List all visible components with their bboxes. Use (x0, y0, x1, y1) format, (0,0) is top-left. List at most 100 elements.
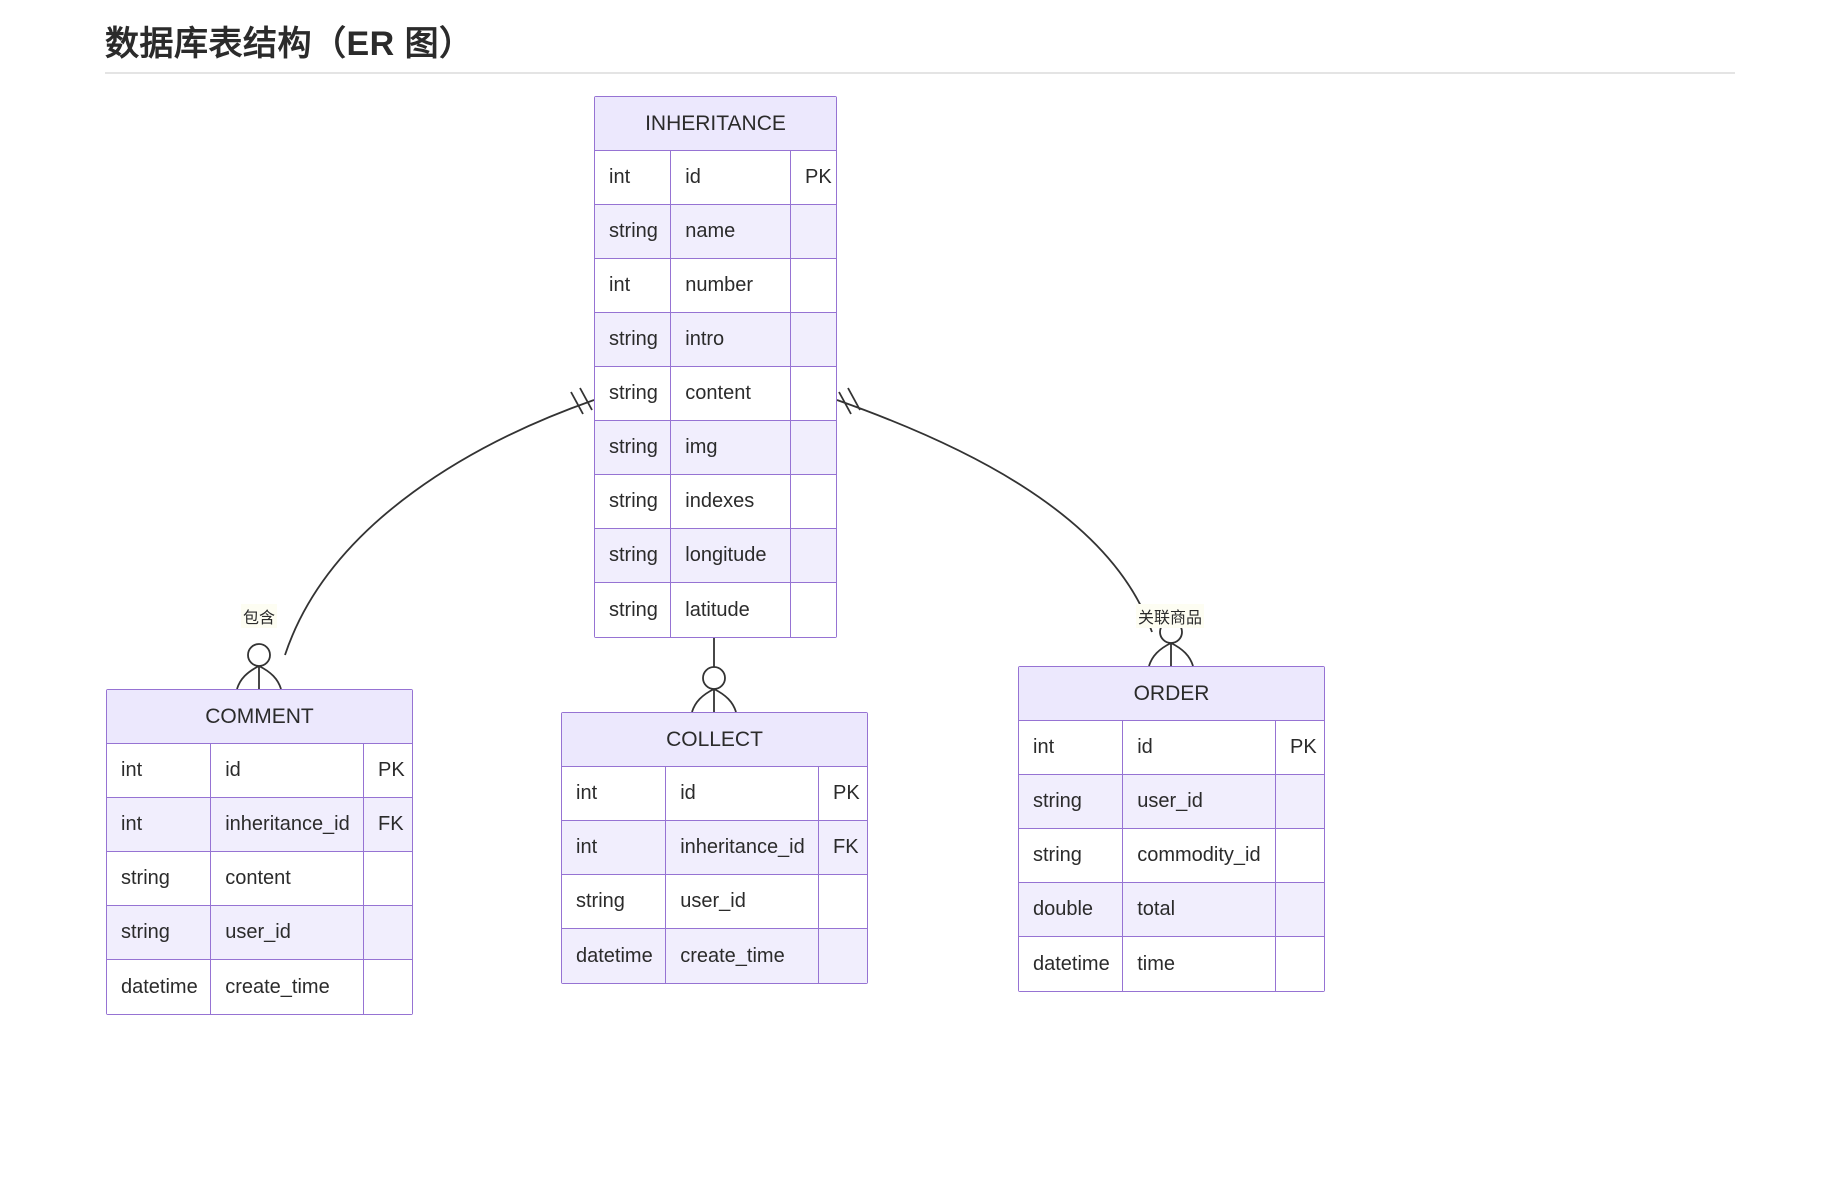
attribute-key (791, 421, 836, 474)
attribute-name: time (1123, 937, 1276, 991)
attribute-type: string (107, 852, 212, 905)
attribute-type: string (107, 906, 212, 959)
attribute-key: PK (1290, 736, 1317, 758)
attribute-key (1276, 937, 1324, 991)
page-title: 数据库表结构（ER 图） (105, 25, 474, 63)
attribute-name: number (671, 259, 791, 312)
attribute-key: PK (833, 782, 860, 804)
attribute-key (791, 313, 836, 366)
attribute-type: int (107, 798, 212, 851)
attribute-key (791, 367, 836, 420)
attribute-key (364, 960, 412, 1014)
entity-title: ORDER (1019, 667, 1324, 721)
attribute-name: user_id (666, 875, 819, 928)
attribute-type: datetime (562, 929, 667, 983)
attribute-key (791, 259, 836, 312)
attribute-name: id (666, 767, 819, 820)
attribute-key (1276, 883, 1324, 936)
attribute-key: FK (833, 836, 859, 858)
attribute-type: string (595, 367, 672, 420)
attribute-name: user_id (1123, 775, 1276, 828)
attribute-key (819, 875, 867, 928)
attribute-type: string (595, 529, 672, 582)
attribute-name: content (671, 367, 791, 420)
entity-title: COMMENT (107, 690, 412, 744)
attribute-name: id (1123, 721, 1276, 774)
entity-title: INHERITANCE (595, 97, 836, 151)
attribute-name: indexes (671, 475, 791, 528)
attribute-type: int (1019, 721, 1124, 774)
attribute-key: PK (378, 759, 405, 781)
attribute-key (364, 852, 412, 905)
attribute-type: string (595, 475, 672, 528)
attribute-type: int (562, 821, 667, 874)
attribute-type: string (595, 583, 672, 637)
attribute-type: string (595, 205, 672, 258)
attribute-name: user_id (211, 906, 364, 959)
title-divider (105, 72, 1735, 74)
relationship-edge-baohan (236, 387, 595, 690)
attribute-type: string (595, 313, 672, 366)
attribute-key: PK (805, 166, 832, 188)
attribute-name: intro (671, 313, 791, 366)
attribute-key (791, 529, 836, 582)
attribute-type: int (595, 151, 672, 204)
attribute-name: latitude (671, 583, 791, 637)
attribute-type: double (1019, 883, 1124, 936)
attribute-type: datetime (1019, 937, 1124, 991)
relationship-label: 包含 (240, 604, 278, 628)
attribute-name: total (1123, 883, 1276, 936)
attribute-key (819, 929, 867, 983)
attribute-name: content (211, 852, 364, 905)
attribute-key (791, 583, 836, 637)
attribute-key: FK (378, 813, 404, 835)
attribute-key (1276, 829, 1324, 882)
attribute-type: int (595, 259, 672, 312)
attribute-name: img (671, 421, 791, 474)
attribute-key (1276, 775, 1324, 828)
relationship-label: 关联商品 (1135, 604, 1205, 628)
attribute-name: name (671, 205, 791, 258)
attribute-key (364, 906, 412, 959)
attribute-key (791, 475, 836, 528)
attribute-name: id (211, 744, 364, 797)
attribute-name: longitude (671, 529, 791, 582)
attribute-name: id (671, 151, 791, 204)
attribute-type: int (562, 767, 667, 820)
entity-title: COLLECT (562, 713, 867, 767)
attribute-name: inheritance_id (666, 821, 819, 874)
attribute-name: commodity_id (1123, 829, 1276, 882)
attribute-name: create_time (211, 960, 364, 1014)
attribute-type: int (107, 744, 212, 797)
attribute-type: string (595, 421, 672, 474)
